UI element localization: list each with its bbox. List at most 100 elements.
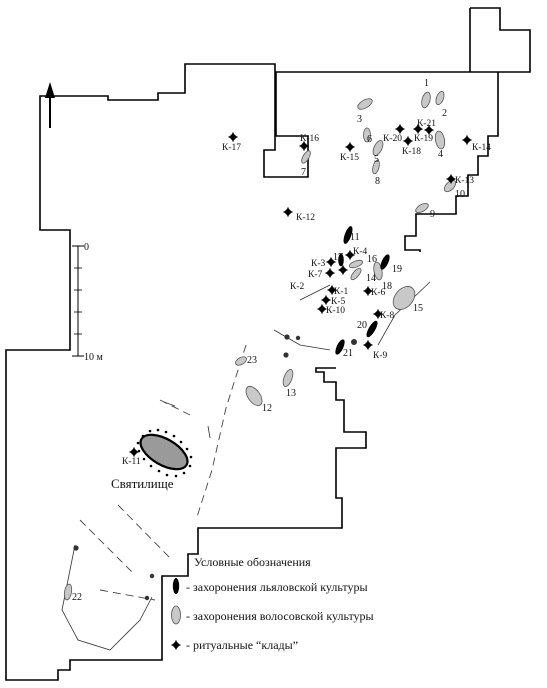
grave-5 bbox=[372, 140, 384, 156]
label-grave-15: 15 bbox=[413, 303, 423, 314]
grave-10 bbox=[443, 179, 457, 193]
hoard-K-15 bbox=[344, 141, 356, 153]
north-arrow-icon bbox=[45, 82, 55, 128]
label-hoard-K-21: К-21 bbox=[417, 119, 436, 129]
label-grave-9: 9 bbox=[430, 209, 435, 220]
hoard-K-18 bbox=[402, 135, 414, 147]
grave-18 bbox=[373, 261, 383, 281]
grave-20 bbox=[366, 320, 378, 338]
label-hoard-K-8: К-8 bbox=[380, 311, 395, 321]
sanctuary bbox=[136, 428, 193, 478]
label-grave-1: 1 bbox=[424, 78, 429, 89]
label-grave-5: 5 bbox=[374, 154, 379, 165]
grave-15 bbox=[392, 286, 416, 310]
label-grave-22: 22 bbox=[72, 592, 82, 603]
label-hoard-K-10: К-10 bbox=[326, 306, 345, 316]
grave-17 bbox=[338, 253, 344, 267]
grave-14 bbox=[350, 267, 362, 281]
label-hoard-K-18: К-18 bbox=[402, 147, 421, 157]
label-hoard-K-6: К-6 bbox=[371, 288, 386, 298]
grave-labels: 1 2 3 4 5 6 7 8 9 10 11 12 13 14 15 16 1… bbox=[72, 78, 465, 603]
grave-6 bbox=[363, 127, 371, 143]
hoard-K-16b bbox=[337, 264, 349, 276]
grave-1 bbox=[421, 91, 431, 109]
label-hoard-K-14: К-14 bbox=[472, 143, 491, 153]
hoard-K-7 bbox=[324, 267, 336, 279]
label-hoard-K-2: К-2 bbox=[290, 282, 305, 292]
label-grave-8: 8 bbox=[375, 176, 380, 187]
grave-21 bbox=[335, 339, 345, 355]
label-hoard-K-4: К-4 bbox=[353, 247, 368, 257]
grave-4 bbox=[434, 130, 446, 150]
label-hoard-K-3: К-3 bbox=[311, 259, 326, 269]
label-grave-18: 18 bbox=[382, 281, 392, 292]
grave-7 bbox=[301, 150, 311, 164]
volosovo-graves bbox=[63, 90, 457, 601]
grave-8 bbox=[372, 159, 380, 175]
label-grave-23: 23 bbox=[247, 355, 257, 366]
label-grave-10: 10 bbox=[455, 189, 465, 200]
label-grave-16: 16 bbox=[367, 254, 377, 265]
grave-19 bbox=[380, 254, 390, 270]
hoard-K-5 bbox=[320, 294, 332, 306]
volosovo-grave-symbol bbox=[171, 605, 181, 625]
label-hoard-K-20: К-20 bbox=[383, 134, 402, 144]
label-hoard-K-7: К-7 bbox=[308, 270, 323, 280]
label-grave-7: 7 bbox=[301, 167, 306, 178]
legend-title: Условные обозначения bbox=[194, 555, 311, 569]
grave-16 bbox=[348, 259, 364, 269]
lyalovo-graves bbox=[335, 226, 390, 355]
label-hoard-K-1: К-1 bbox=[334, 287, 349, 297]
label-hoard-K-16: К-16 bbox=[300, 134, 319, 144]
grave-22 bbox=[63, 583, 73, 601]
grave-12 bbox=[245, 385, 263, 407]
label-hoard-K-5: К-5 bbox=[331, 297, 346, 307]
legend: Условные обозначения - захоронения льяло… bbox=[170, 555, 374, 652]
hoard-K-14 bbox=[461, 134, 473, 146]
label-grave-12: 12 bbox=[262, 403, 272, 414]
label-grave-14: 14 bbox=[366, 273, 376, 284]
label-grave-11: 11 bbox=[350, 232, 360, 243]
grave-13 bbox=[282, 369, 294, 387]
label-grave-13: 13 bbox=[286, 388, 296, 399]
label-grave-20: 20 bbox=[357, 320, 367, 331]
legend-item-lyalovo: - захоронения льяловской культуры bbox=[186, 580, 368, 594]
label-grave-4: 4 bbox=[438, 149, 443, 160]
label-hoard-K-12: К-12 bbox=[296, 213, 315, 223]
excavation-outline bbox=[5, 7, 531, 681]
label-hoard-K-11: К-11 bbox=[122, 457, 141, 467]
hoard-K-17 bbox=[227, 131, 239, 143]
label-hoard-K-9: К-9 bbox=[373, 351, 388, 361]
label-grave-19: 19 bbox=[392, 264, 402, 275]
hoard-K-11 bbox=[128, 446, 140, 458]
lyalovo-grave-symbol bbox=[172, 578, 180, 594]
label-grave-17: 17 bbox=[333, 252, 343, 263]
sanctuary-label: Святилище bbox=[111, 476, 174, 491]
hoard-labels: К-1 К-2 К-3 К-4 К-5 К-6 К-7 К-8 К-9 К-10… bbox=[122, 119, 491, 467]
grave-2 bbox=[435, 90, 445, 106]
label-hoard-K-15: К-15 bbox=[340, 153, 359, 163]
grave-9 bbox=[415, 202, 429, 214]
label-grave-3: 3 bbox=[357, 114, 362, 125]
label-grave-2: 2 bbox=[442, 108, 447, 119]
label-grave-21: 21 bbox=[343, 348, 353, 359]
trace-lines bbox=[61, 281, 431, 651]
hoard-symbol bbox=[170, 639, 182, 651]
label-grave-6: 6 bbox=[367, 134, 372, 145]
label-hoard-K-13: К-13 bbox=[455, 176, 474, 186]
scale-bar bbox=[72, 245, 84, 357]
grave-3 bbox=[357, 98, 373, 110]
hoard-K-9 bbox=[362, 339, 374, 351]
label-hoard-K-17: К-17 bbox=[222, 143, 241, 153]
scale-zero-label: 0 bbox=[84, 242, 89, 253]
legend-item-hoard: - ритуальные “клады” bbox=[186, 638, 298, 652]
label-hoard-K-19: К-19 bbox=[414, 134, 433, 144]
hoard-K-12 bbox=[282, 206, 294, 218]
post-holes bbox=[73, 334, 357, 601]
grave-23 bbox=[235, 356, 247, 366]
legend-item-volosovo: - захоронения волосовской культуры bbox=[186, 609, 374, 623]
scale-ten-label: 10 м bbox=[84, 352, 104, 363]
grave-11 bbox=[343, 226, 353, 244]
